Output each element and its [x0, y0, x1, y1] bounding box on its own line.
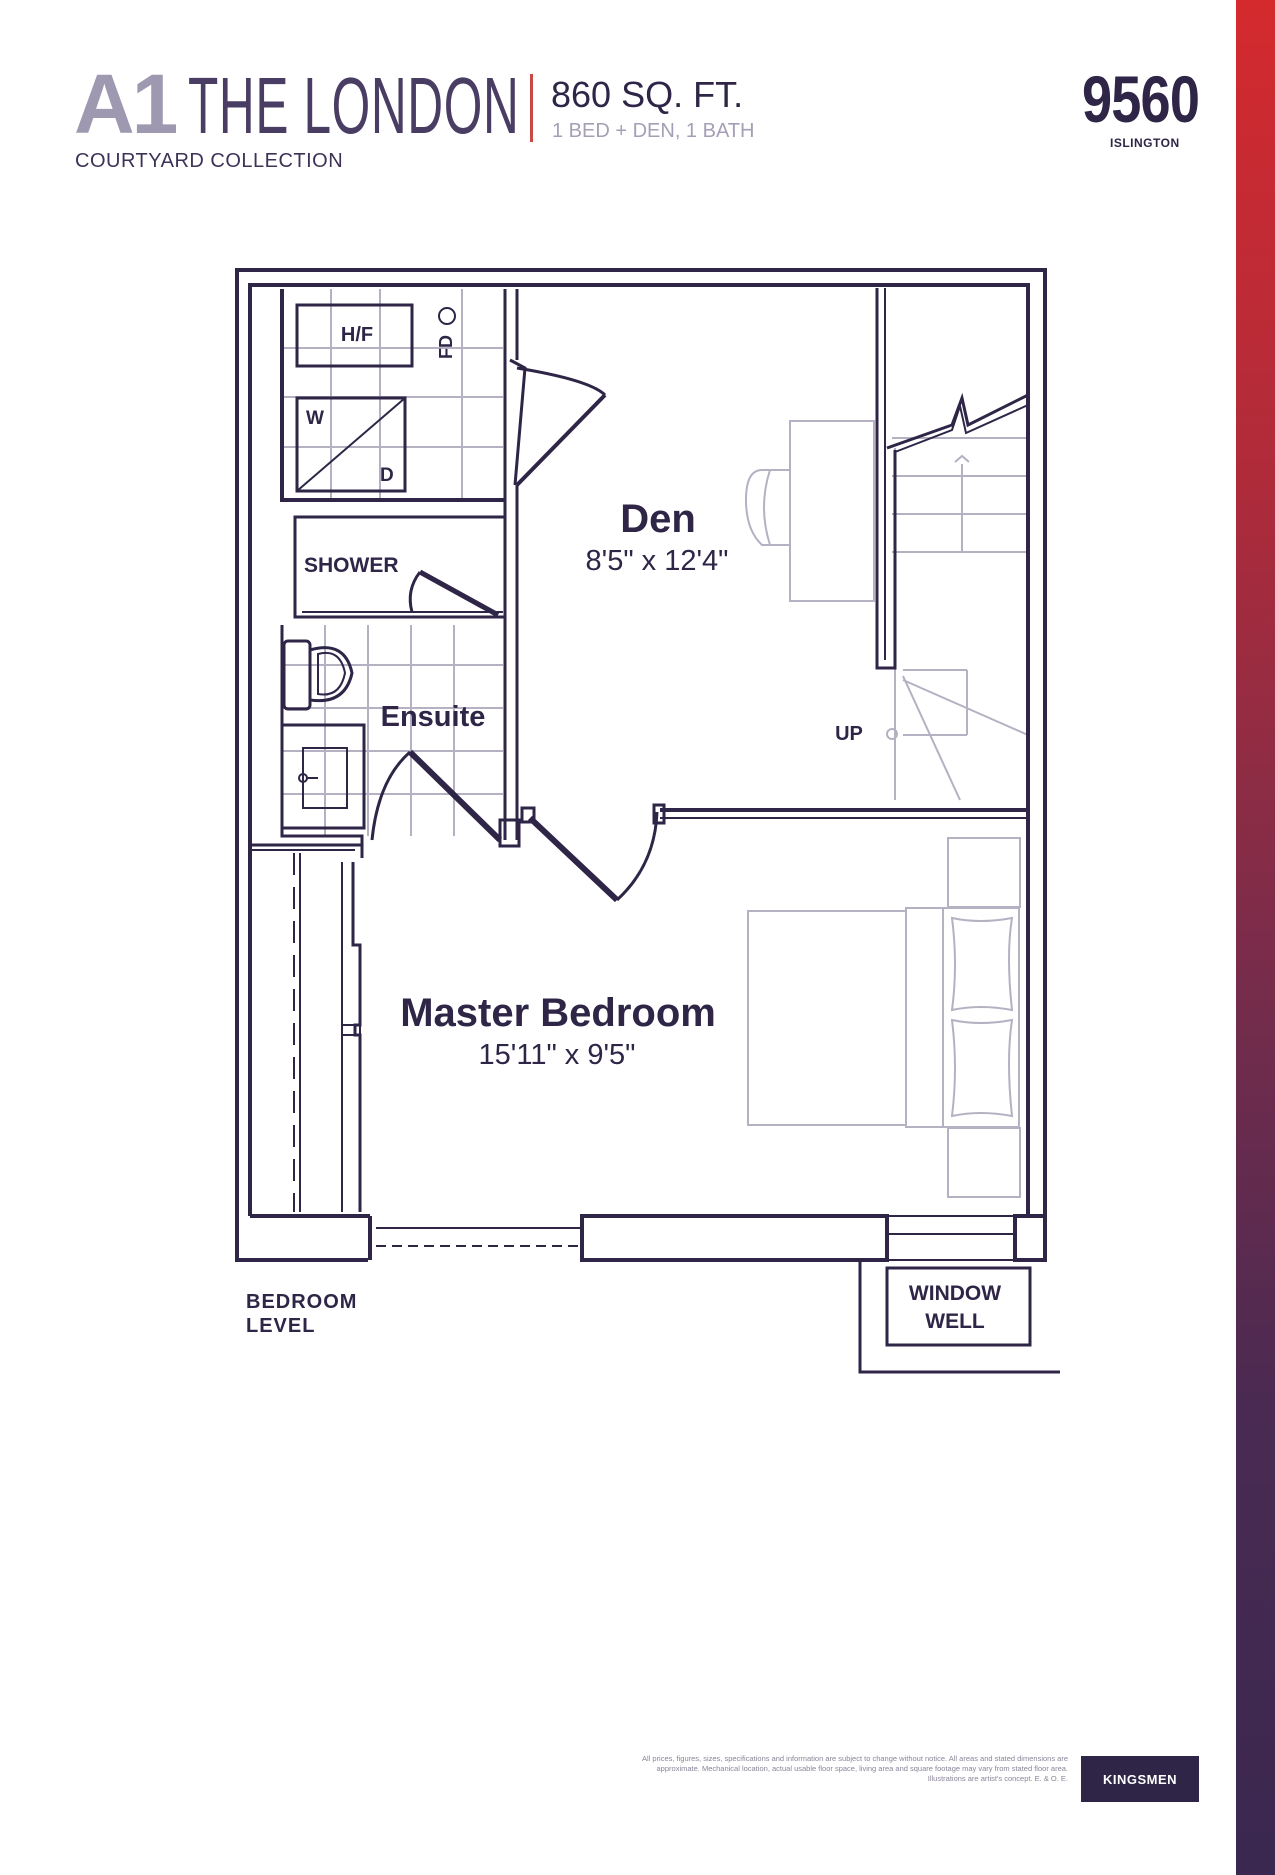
window-well-boundary — [858, 1260, 1060, 1374]
plan-name: THE LONDON — [188, 61, 520, 150]
pillow — [950, 916, 1014, 1012]
stair-up-marker — [886, 728, 898, 740]
brand-logo-sub: ISLINGTON — [1110, 136, 1180, 150]
fd-label: FD — [436, 335, 456, 359]
window-well — [885, 1266, 1032, 1347]
washer-dryer — [295, 396, 407, 493]
den-name: Den — [620, 497, 696, 541]
pillow — [950, 1018, 1014, 1118]
desk — [789, 420, 875, 602]
walls-layer — [235, 268, 1060, 1374]
shower-label: SHOWER — [304, 554, 399, 577]
square-footage: 860 SQ. FT. — [551, 74, 744, 115]
window-well-label-line1: WINDOW — [909, 1282, 1001, 1305]
exterior-wall — [235, 268, 1047, 1262]
washer-label: W — [306, 408, 324, 429]
level-label: BEDROOM LEVEL — [246, 1290, 357, 1338]
hf-unit — [295, 303, 414, 368]
hf-label: H/F — [341, 324, 373, 346]
furniture-layer — [281, 289, 1029, 1198]
level-label-line2: LEVEL — [246, 1315, 316, 1337]
dryer-label: D — [380, 465, 394, 486]
nightstand — [947, 837, 1021, 908]
chair — [744, 469, 790, 546]
bed — [747, 910, 907, 1126]
brand-logo-number: 9560 — [1082, 62, 1200, 136]
bedroom-dimensions: 15'11" x 9'5" — [479, 1039, 636, 1071]
collection-name: COURTYARD COLLECTION — [75, 150, 344, 172]
toilet — [282, 639, 312, 711]
title-divider — [530, 74, 533, 142]
accent-bar — [1236, 0, 1275, 1875]
vanity — [280, 723, 366, 830]
den-dimensions: 8'5" x 12'4" — [586, 545, 729, 577]
window-well-label-line2: WELL — [925, 1310, 985, 1333]
nightstand — [947, 1127, 1021, 1198]
level-label-line1: BEDROOM — [246, 1291, 358, 1313]
exterior-wall-inner — [248, 283, 1030, 1216]
bedroom-name: Master Bedroom — [400, 991, 716, 1035]
ensuite-label: Ensuite — [381, 701, 486, 733]
bed-bath-count: 1 BED + DEN, 1 BATH — [552, 120, 755, 142]
disclaimer-text: All prices, figures, sizes, specificatio… — [641, 1754, 1068, 1783]
builder-logo: KINGSMEN — [1081, 1756, 1199, 1802]
stair-up-label: UP — [835, 723, 863, 745]
unit-code: A1 — [74, 57, 178, 151]
shower — [293, 515, 507, 619]
